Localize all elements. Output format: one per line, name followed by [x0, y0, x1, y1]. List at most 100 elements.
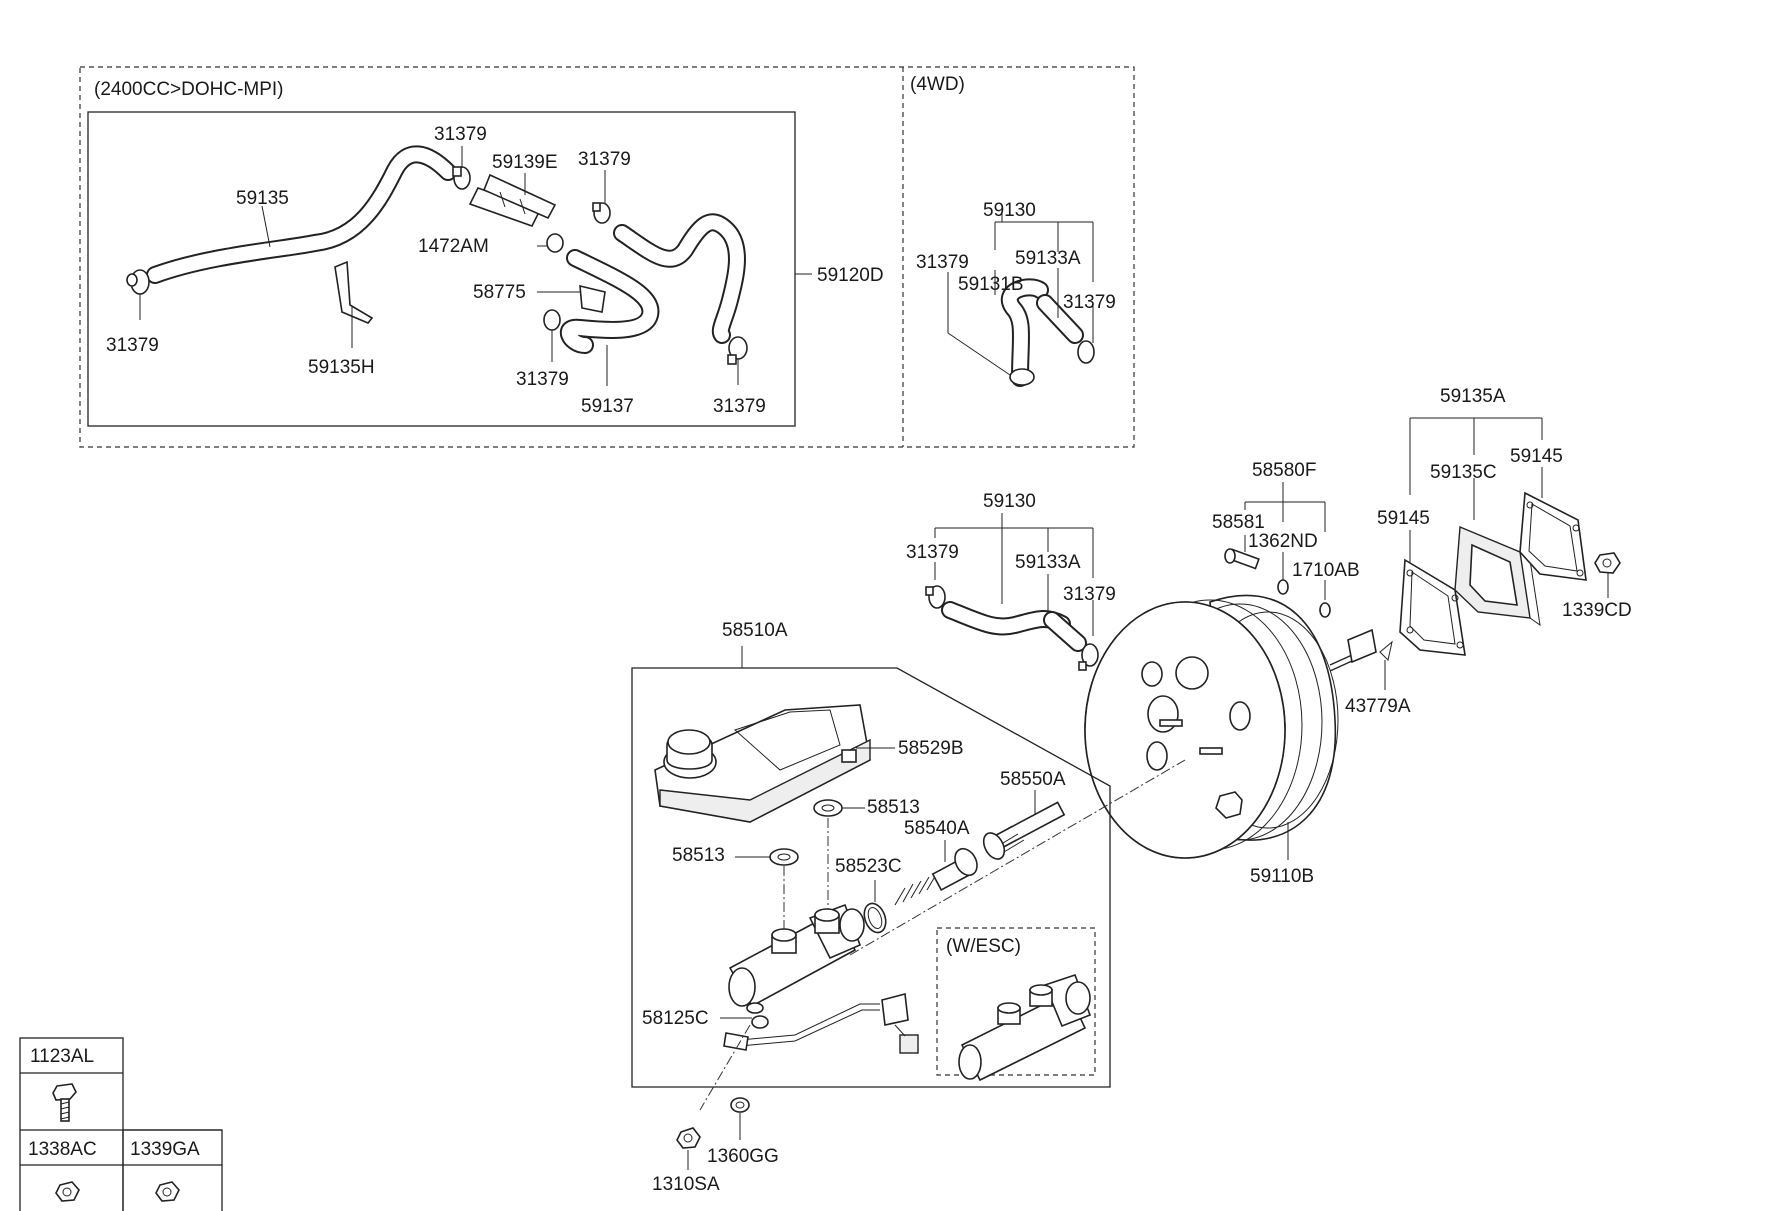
gasket-59145-left[interactable] — [1399, 558, 1466, 656]
bracket-58775[interactable] — [579, 284, 606, 313]
nut-1339CD[interactable] — [1594, 552, 1621, 574]
label-31379-mid-right: 31379 — [1063, 584, 1116, 605]
clamp-31379-right[interactable] — [727, 336, 748, 365]
label-59145-right: 59145 — [1510, 446, 1563, 467]
spacer-59135C[interactable] — [1454, 525, 1541, 627]
clamp-31379-upper[interactable] — [452, 166, 471, 190]
label-59135: 59135 — [236, 188, 289, 209]
label-31379-lower: 31379 — [516, 369, 569, 390]
label-58540A: 58540A — [904, 818, 970, 839]
legend-code-1339GA: 1339GA — [130, 1139, 200, 1160]
grommet-58513-upper[interactable] — [813, 799, 843, 817]
washer-1362ND[interactable] — [1277, 579, 1289, 595]
label-31379-4wd-right: 31379 — [1063, 292, 1116, 313]
label-1339CD: 1339CD — [1562, 600, 1632, 621]
label-58523C: 58523C — [835, 856, 902, 877]
master-cylinder-frame — [631, 646, 1111, 1088]
label-1472AM: 1472AM — [418, 236, 489, 257]
label-58775: 58775 — [473, 282, 526, 303]
label-31379-right: 31379 — [713, 396, 766, 417]
bracket-59135H[interactable] — [334, 260, 374, 324]
label-58513-lower: 58513 — [672, 845, 725, 866]
gasket-59145-right[interactable] — [1519, 491, 1587, 581]
secondary-piston-58540A[interactable] — [894, 845, 981, 906]
nut-icon-1338AC — [55, 1181, 80, 1202]
label-43779A: 43779A — [1345, 696, 1411, 717]
label-58529B: 58529B — [898, 738, 964, 759]
label-59133A: 59133A — [1015, 552, 1081, 573]
clamp-31379-4wd-right[interactable] — [1077, 340, 1095, 364]
label-59131B: 59131B — [958, 274, 1024, 295]
label-59110B: 59110B — [1250, 866, 1314, 887]
label-31379-top-a: 31379 — [434, 124, 487, 145]
washer-1360GG[interactable] — [730, 1097, 750, 1113]
58580F-leaders — [1244, 482, 1386, 690]
nut-1310SA[interactable] — [676, 1127, 701, 1149]
label-58580F: 58580F — [1252, 460, 1316, 481]
snap-pin-1710AB[interactable] — [1319, 602, 1331, 618]
label-1362ND: 1362ND — [1248, 531, 1318, 552]
label-58125C: 58125C — [642, 1008, 709, 1029]
label-59130-4wd: 59130 — [983, 200, 1036, 221]
fastener-legend-table — [19, 1037, 223, 1211]
label-1710AB: 1710AB — [1292, 560, 1360, 581]
top-group-leaders — [139, 146, 812, 386]
label-31379-4wd-left: 31379 — [916, 252, 969, 273]
clamp-31379-4wd-bottom[interactable] — [1009, 368, 1035, 386]
hose-59120D[interactable] — [613, 213, 746, 344]
hose-59133A-4wd[interactable] — [1036, 294, 1084, 344]
label-59135H: 59135H — [308, 357, 375, 378]
label-59130: 59130 — [983, 491, 1036, 512]
clamp-31379-mid[interactable] — [592, 202, 611, 224]
label-59120D: 59120D — [817, 265, 884, 286]
clamp-1472AM[interactable] — [546, 233, 564, 253]
clamp-31379-mid-right[interactable] — [1078, 643, 1099, 671]
label-59133A-4wd: 59133A — [1015, 248, 1081, 269]
o-ring-58523C[interactable] — [860, 900, 889, 935]
hose-59137[interactable] — [559, 249, 660, 354]
assembly-centerline — [849, 759, 1186, 956]
level-sensor-wire[interactable] — [723, 992, 919, 1054]
esc-variant-label: (W/ESC) — [946, 936, 1021, 957]
brake-booster-59110B[interactable] — [1084, 594, 1377, 859]
59130-leaders — [934, 513, 1094, 636]
clevis-pin-58581[interactable] — [1224, 548, 1260, 570]
connector-59139E[interactable] — [468, 173, 557, 227]
hose-59133A[interactable] — [1043, 611, 1087, 652]
esc-master-cylinder[interactable] — [958, 973, 1092, 1082]
label-58510A: 58510A — [722, 620, 788, 641]
master-cylinder-leaders — [699, 747, 1036, 1111]
label-58513-upper: 58513 — [867, 797, 920, 818]
check-valve-58125C[interactable] — [751, 1015, 769, 1029]
primary-piston-58550A[interactable] — [979, 801, 1066, 862]
label-58550A: 58550A — [1000, 769, 1066, 790]
label-1310SA: 1310SA — [652, 1174, 720, 1195]
clamp-31379-lower[interactable] — [543, 309, 561, 331]
label-59137: 59137 — [581, 396, 634, 417]
label-59139E: 59139E — [492, 152, 558, 173]
legend-code-1123AL: 1123AL — [30, 1046, 94, 1067]
vacuum-hose-group-frame — [79, 66, 1135, 448]
label-59145-left: 59145 — [1377, 508, 1430, 529]
drive-variant-label: (4WD) — [910, 74, 965, 95]
engine-variant-label: (2400CC>DOHC-MPI) — [94, 79, 284, 100]
label-59135A: 59135A — [1440, 386, 1506, 407]
label-1360GG: 1360GG — [707, 1146, 779, 1167]
bottom-leaders — [687, 1113, 741, 1170]
label-31379-mid-left: 31379 — [906, 542, 959, 563]
clamp-31379-mid-left[interactable] — [925, 585, 946, 609]
label-31379-top-b: 31379 — [578, 149, 631, 170]
reservoir-58529B[interactable] — [654, 704, 871, 823]
4wd-leaders — [947, 207, 1094, 376]
hose-59131B[interactable] — [1001, 278, 1049, 387]
legend-code-1338AC: 1338AC — [28, 1139, 97, 1160]
hose-59135[interactable] — [146, 145, 457, 284]
clip-43779A[interactable] — [1379, 640, 1393, 661]
label-59135C: 59135C — [1430, 462, 1497, 483]
grommet-58513-lower[interactable] — [769, 848, 799, 866]
label-31379-left: 31379 — [106, 335, 159, 356]
clamp-31379-left[interactable] — [126, 269, 150, 295]
master-cylinder-body[interactable] — [728, 903, 865, 1014]
59135A-leaders — [1409, 417, 1609, 598]
